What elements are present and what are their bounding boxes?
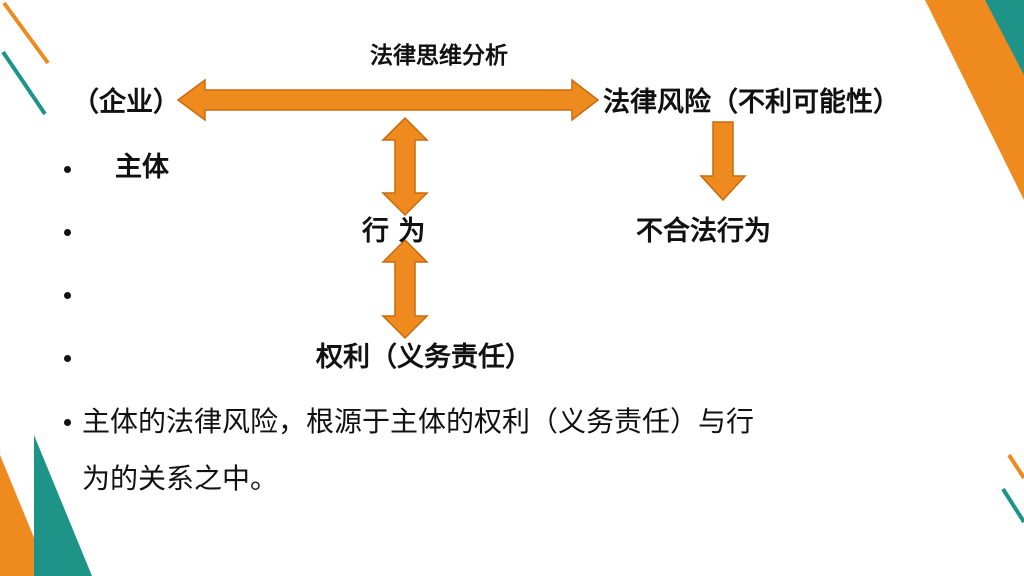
orange-triangle-bottom-left bbox=[0, 455, 35, 576]
diagram-title: 法律思维分析 bbox=[370, 43, 508, 69]
bullet bbox=[64, 166, 71, 173]
summary-line-2: 为的关系之中。 bbox=[82, 462, 279, 495]
arrow-down-right bbox=[699, 121, 747, 202]
teal-stripe-bottom-right bbox=[1001, 487, 1024, 524]
rights-label: 权利（义务责任） bbox=[316, 342, 532, 373]
teal-triangle-bottom-left bbox=[34, 435, 92, 576]
orange-band-top-right bbox=[925, 0, 1024, 200]
teal-stripe-top-left bbox=[1, 50, 47, 116]
orange-stripe-bottom-right bbox=[1007, 453, 1024, 480]
behavior-label: 行 为 bbox=[362, 216, 426, 247]
legal-risk-label: 法律风险（不利可能性） bbox=[603, 87, 900, 118]
subject-label: 主体 bbox=[115, 152, 169, 183]
orange-stripe-top-left bbox=[2, 1, 50, 65]
enterprise-label: （企业） bbox=[72, 87, 180, 118]
teal-triangle-top-right bbox=[985, 0, 1024, 75]
double-arrow-horizontal bbox=[176, 78, 600, 122]
double-arrow-vertical-lower bbox=[381, 238, 429, 340]
summary-line-1: 主体的法律风险，根源于主体的权利（义务责任）与行 bbox=[82, 405, 755, 438]
bullet bbox=[64, 292, 71, 299]
bullet bbox=[64, 355, 71, 362]
bullet bbox=[64, 229, 71, 236]
illegal-behavior-label: 不合法行为 bbox=[636, 216, 771, 247]
bullet bbox=[64, 419, 71, 426]
double-arrow-vertical-upper bbox=[381, 116, 429, 217]
